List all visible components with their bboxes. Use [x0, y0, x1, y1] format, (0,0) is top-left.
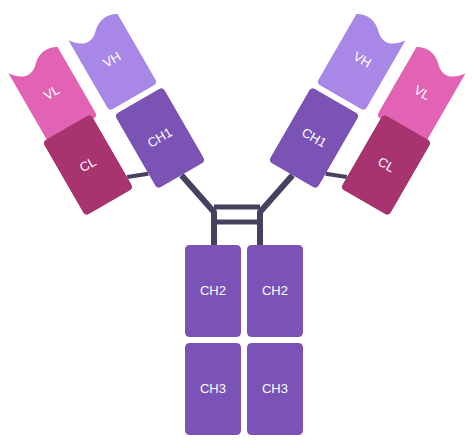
domain-label: CH3	[200, 382, 226, 397]
disulfide-bar	[214, 205, 260, 210]
chain-link	[260, 175, 293, 245]
domain-fill	[42, 114, 133, 216]
heavy-constant-domain: CH1	[114, 87, 205, 189]
domain-fill	[185, 245, 241, 337]
fc-domain: CH2	[247, 245, 303, 337]
domain-label: CH3	[262, 382, 288, 397]
domain-label: CH2	[262, 284, 288, 299]
domain-fill	[268, 87, 359, 189]
fc-domain: CH2	[185, 245, 241, 337]
domain-fill	[247, 343, 303, 435]
heavy-constant-domain: CH1	[268, 87, 359, 189]
domain-fill	[68, 11, 158, 111]
fc-domain: CH3	[247, 343, 303, 435]
domain-fill	[340, 114, 431, 216]
chain-link	[182, 175, 215, 245]
disulfide-bar	[214, 220, 260, 225]
fc-domain: CH3	[185, 343, 241, 435]
domain-fill	[114, 87, 205, 189]
domain-label: CH2	[200, 284, 226, 299]
domain-fill	[247, 245, 303, 337]
domain-fill	[185, 343, 241, 435]
chain-link	[127, 174, 148, 177]
chain-link	[326, 174, 347, 177]
